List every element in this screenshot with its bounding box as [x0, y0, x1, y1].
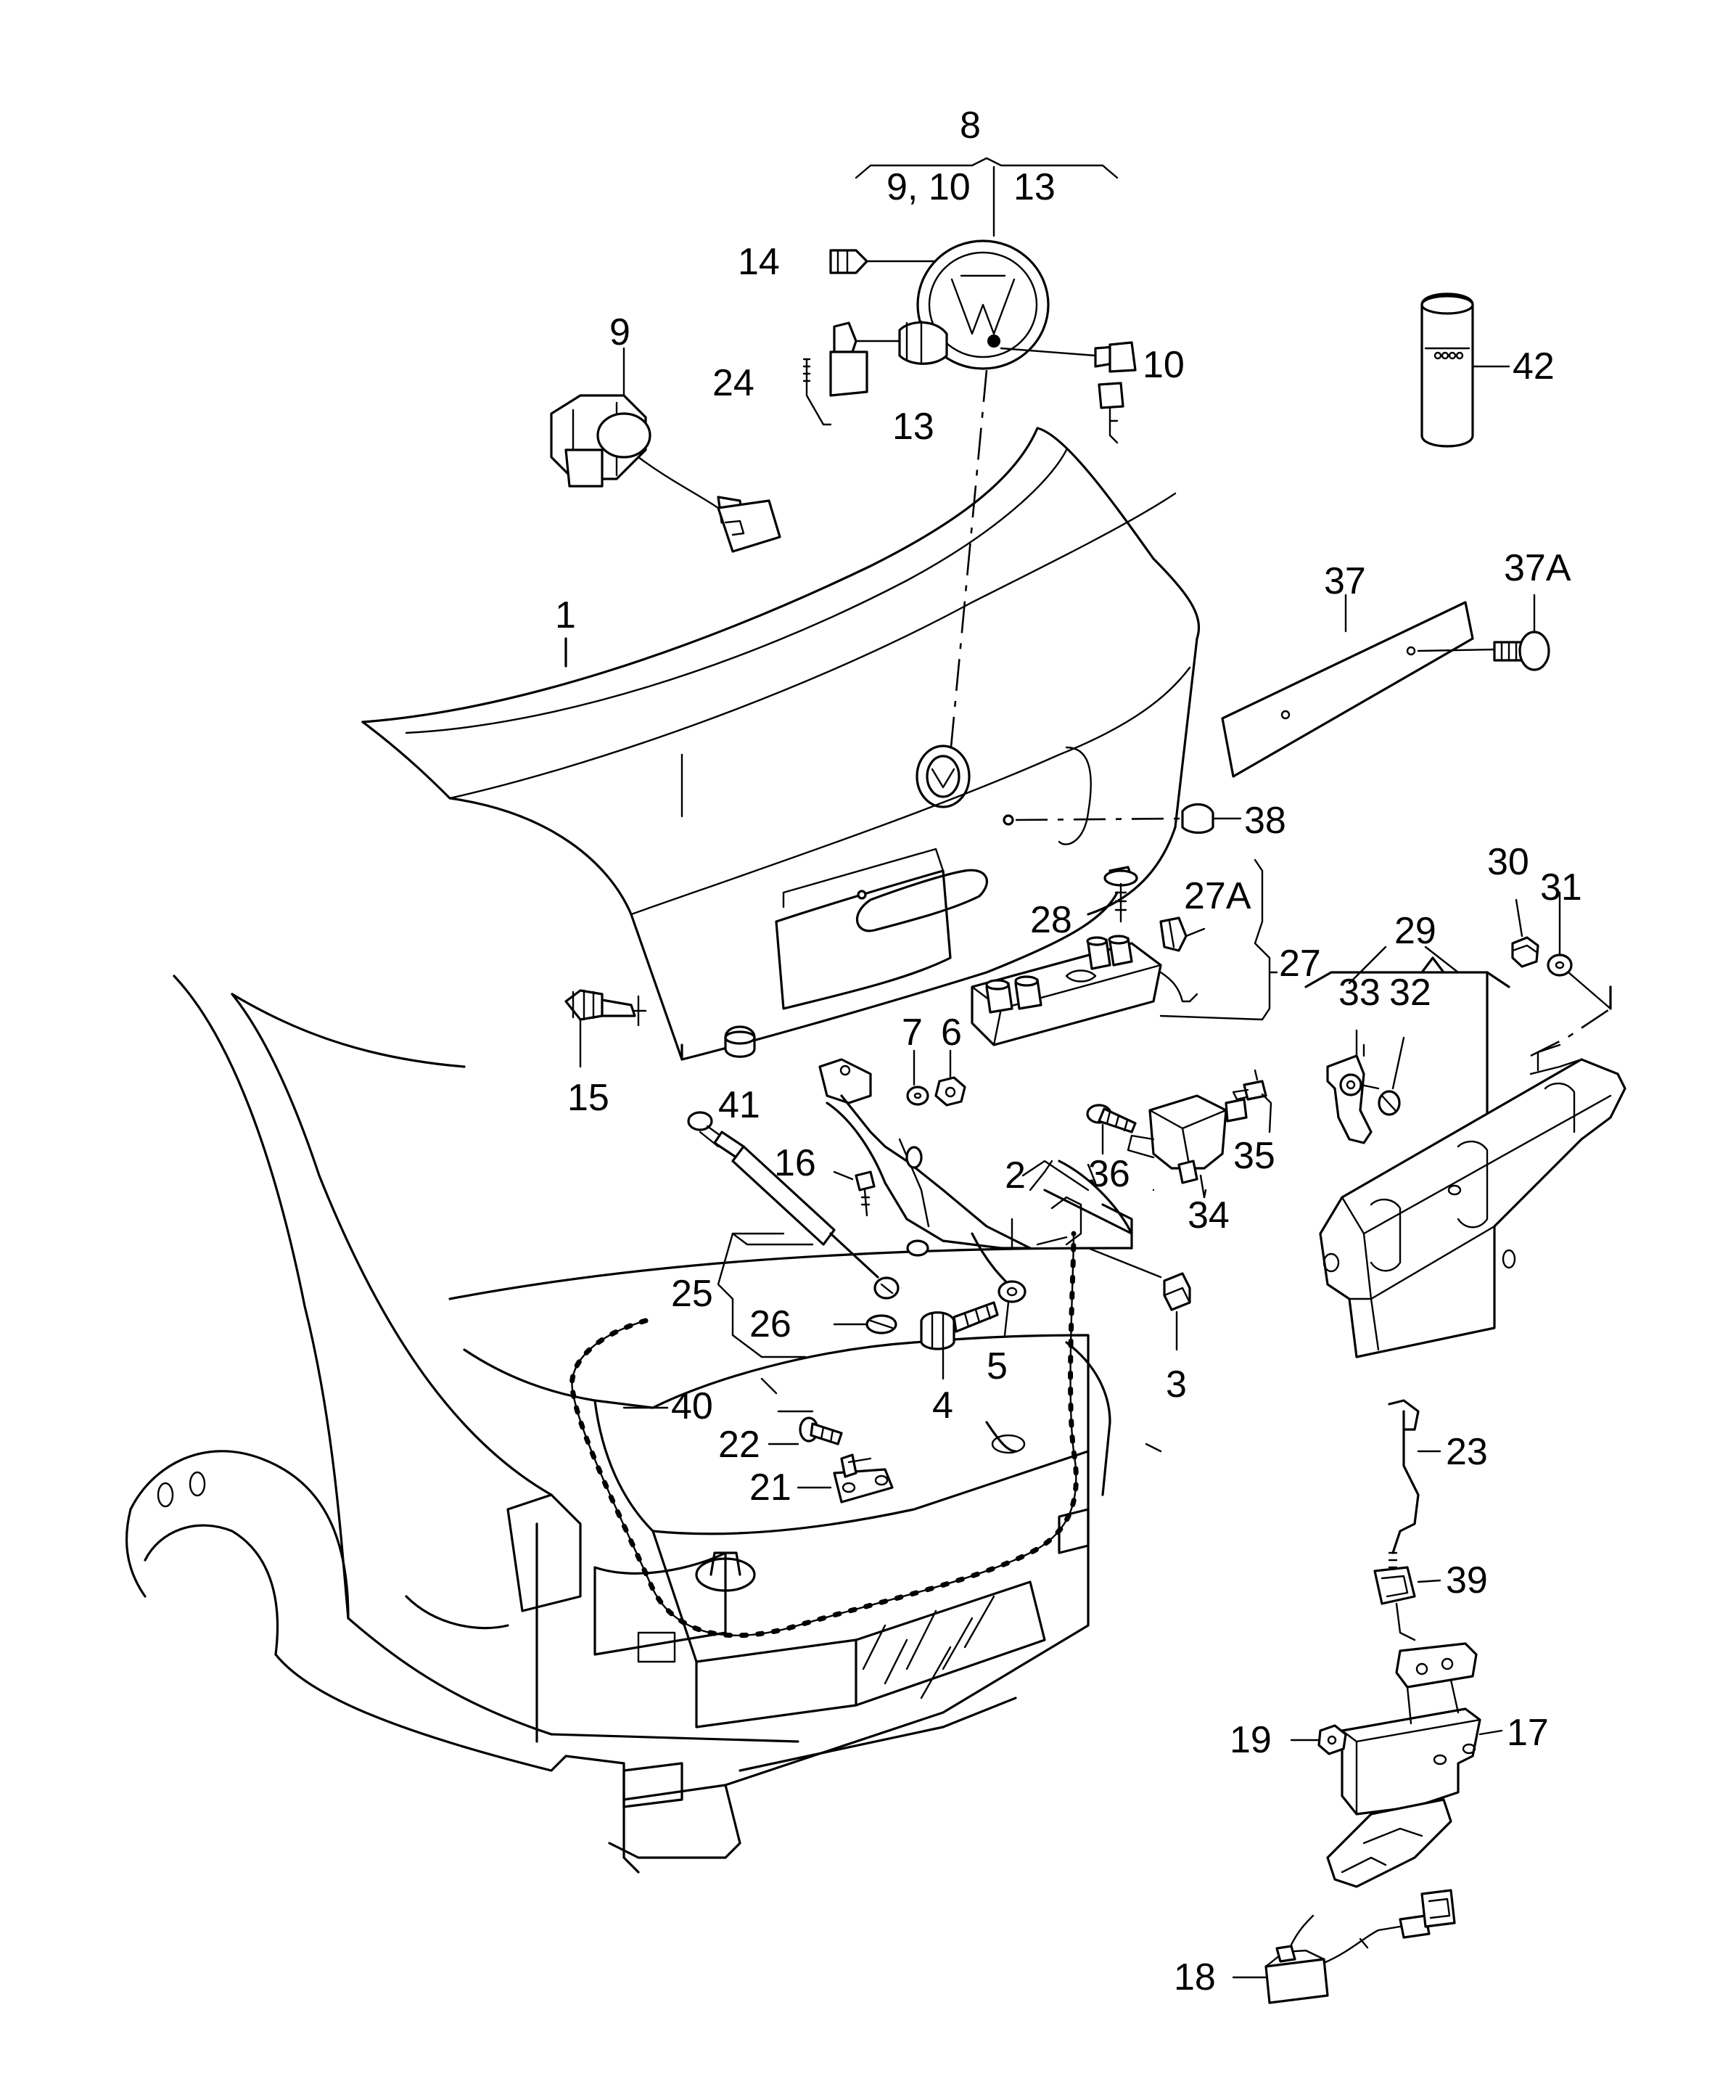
- label-leaders: [622, 946, 1460, 1413]
- callout-31: 31: [1540, 866, 1582, 909]
- callout-6: 6: [941, 1012, 962, 1054]
- callout-labels: 1 2 3 4 5 6 7 8 9, 10 13 9 10 13 14 15 1…: [555, 104, 1582, 1998]
- callout-7: 7: [902, 1012, 923, 1054]
- callout-13: 13: [892, 406, 934, 448]
- callout-38: 38: [1244, 800, 1286, 842]
- callout-27a: 27A: [1184, 875, 1251, 917]
- trunk-seal-40: [569, 1231, 1079, 1638]
- callout-34: 34: [1188, 1194, 1230, 1236]
- callout-37: 37: [1324, 560, 1366, 602]
- callout-37a: 37A: [1504, 547, 1571, 589]
- trunk-handle-27: [971, 858, 1278, 1046]
- callout-2: 2: [1005, 1154, 1026, 1197]
- car-body-rear: [125, 975, 1133, 1874]
- clip-32: [1378, 1036, 1405, 1116]
- plug-41: [724, 1025, 756, 1058]
- callout-5: 5: [987, 1345, 1008, 1387]
- callout-33: 33: [1338, 972, 1381, 1014]
- bolt-37a: [1417, 594, 1550, 671]
- callout-25: 25: [671, 1273, 713, 1315]
- bracket-21: [797, 1453, 894, 1504]
- screw-36: [1086, 1104, 1137, 1155]
- callout-8-sub-a: 9, 10: [886, 166, 971, 208]
- callout-26: 26: [749, 1303, 791, 1345]
- callout-19: 19: [1230, 1719, 1272, 1761]
- callout-3: 3: [1166, 1363, 1187, 1406]
- gas-strut-25: [687, 1111, 900, 1300]
- washer-31: [1547, 891, 1612, 1010]
- screw-35: [1232, 1069, 1272, 1133]
- clip-26: [833, 1314, 897, 1334]
- callout-22: 22: [718, 1424, 760, 1466]
- callout-42: 42: [1513, 345, 1555, 387]
- rod-23: [1388, 1399, 1441, 1569]
- nut-6: [934, 1049, 966, 1107]
- spray-can-42: [1420, 292, 1474, 448]
- hinge-2: [818, 1058, 1090, 1257]
- bolt-4: [920, 1301, 999, 1380]
- screw-28: [1103, 866, 1138, 923]
- lever-33: [1326, 1029, 1380, 1144]
- callout-17: 17: [1507, 1712, 1549, 1754]
- clip-39: [1373, 1566, 1441, 1605]
- callout-35: 35: [1233, 1135, 1275, 1177]
- bolt-16: [833, 1170, 876, 1217]
- callout-10: 10: [1143, 344, 1185, 386]
- nut-30: [1511, 898, 1539, 968]
- callout-23: 23: [1446, 1431, 1488, 1473]
- callout-41: 41: [718, 1084, 760, 1126]
- callout-30: 30: [1487, 841, 1529, 883]
- callout-8-sub-b: 13: [1013, 166, 1056, 208]
- callout-18: 18: [1174, 1956, 1216, 1998]
- switch-18: [1232, 1889, 1456, 2004]
- callout-29: 29: [1394, 910, 1436, 952]
- callout-39: 39: [1446, 1559, 1488, 1601]
- clip-27a: [1159, 916, 1206, 952]
- callout-21: 21: [749, 1467, 791, 1509]
- buffer-15: [564, 989, 647, 1068]
- washer-5: [997, 1280, 1027, 1337]
- trunk-lid-1: [361, 427, 1201, 1061]
- callout-4: 4: [932, 1385, 953, 1427]
- vw-emblem-assembly: [802, 157, 1137, 755]
- callout-leaders: [680, 753, 1365, 1453]
- actuator-34: [1127, 1094, 1248, 1199]
- callout-1: 1: [555, 594, 576, 636]
- callout-14: 14: [738, 241, 780, 283]
- nut-19: [1290, 1724, 1347, 1755]
- callout-9: 9: [609, 311, 630, 353]
- callout-36: 36: [1088, 1153, 1130, 1195]
- lock-actuator-9: [550, 394, 781, 553]
- nut-3: [1087, 1247, 1191, 1351]
- callout-27: 27: [1279, 943, 1321, 985]
- callout-28: 28: [1030, 899, 1072, 941]
- bolt-22: [768, 1416, 843, 1445]
- callout-15: 15: [567, 1077, 609, 1119]
- callout-24: 24: [712, 362, 754, 404]
- callout-8: 8: [960, 104, 981, 147]
- bolt-38: [1015, 803, 1242, 834]
- lock-17: [1326, 1602, 1503, 1888]
- callout-32: 32: [1389, 972, 1431, 1014]
- washer-7: [906, 1049, 929, 1106]
- trim-strip-37: [1221, 594, 1474, 778]
- callout-16: 16: [774, 1142, 816, 1184]
- lock-cover-29: [1304, 956, 1626, 1358]
- emblem-alignment-line: [949, 369, 988, 755]
- callout-40: 40: [671, 1385, 713, 1427]
